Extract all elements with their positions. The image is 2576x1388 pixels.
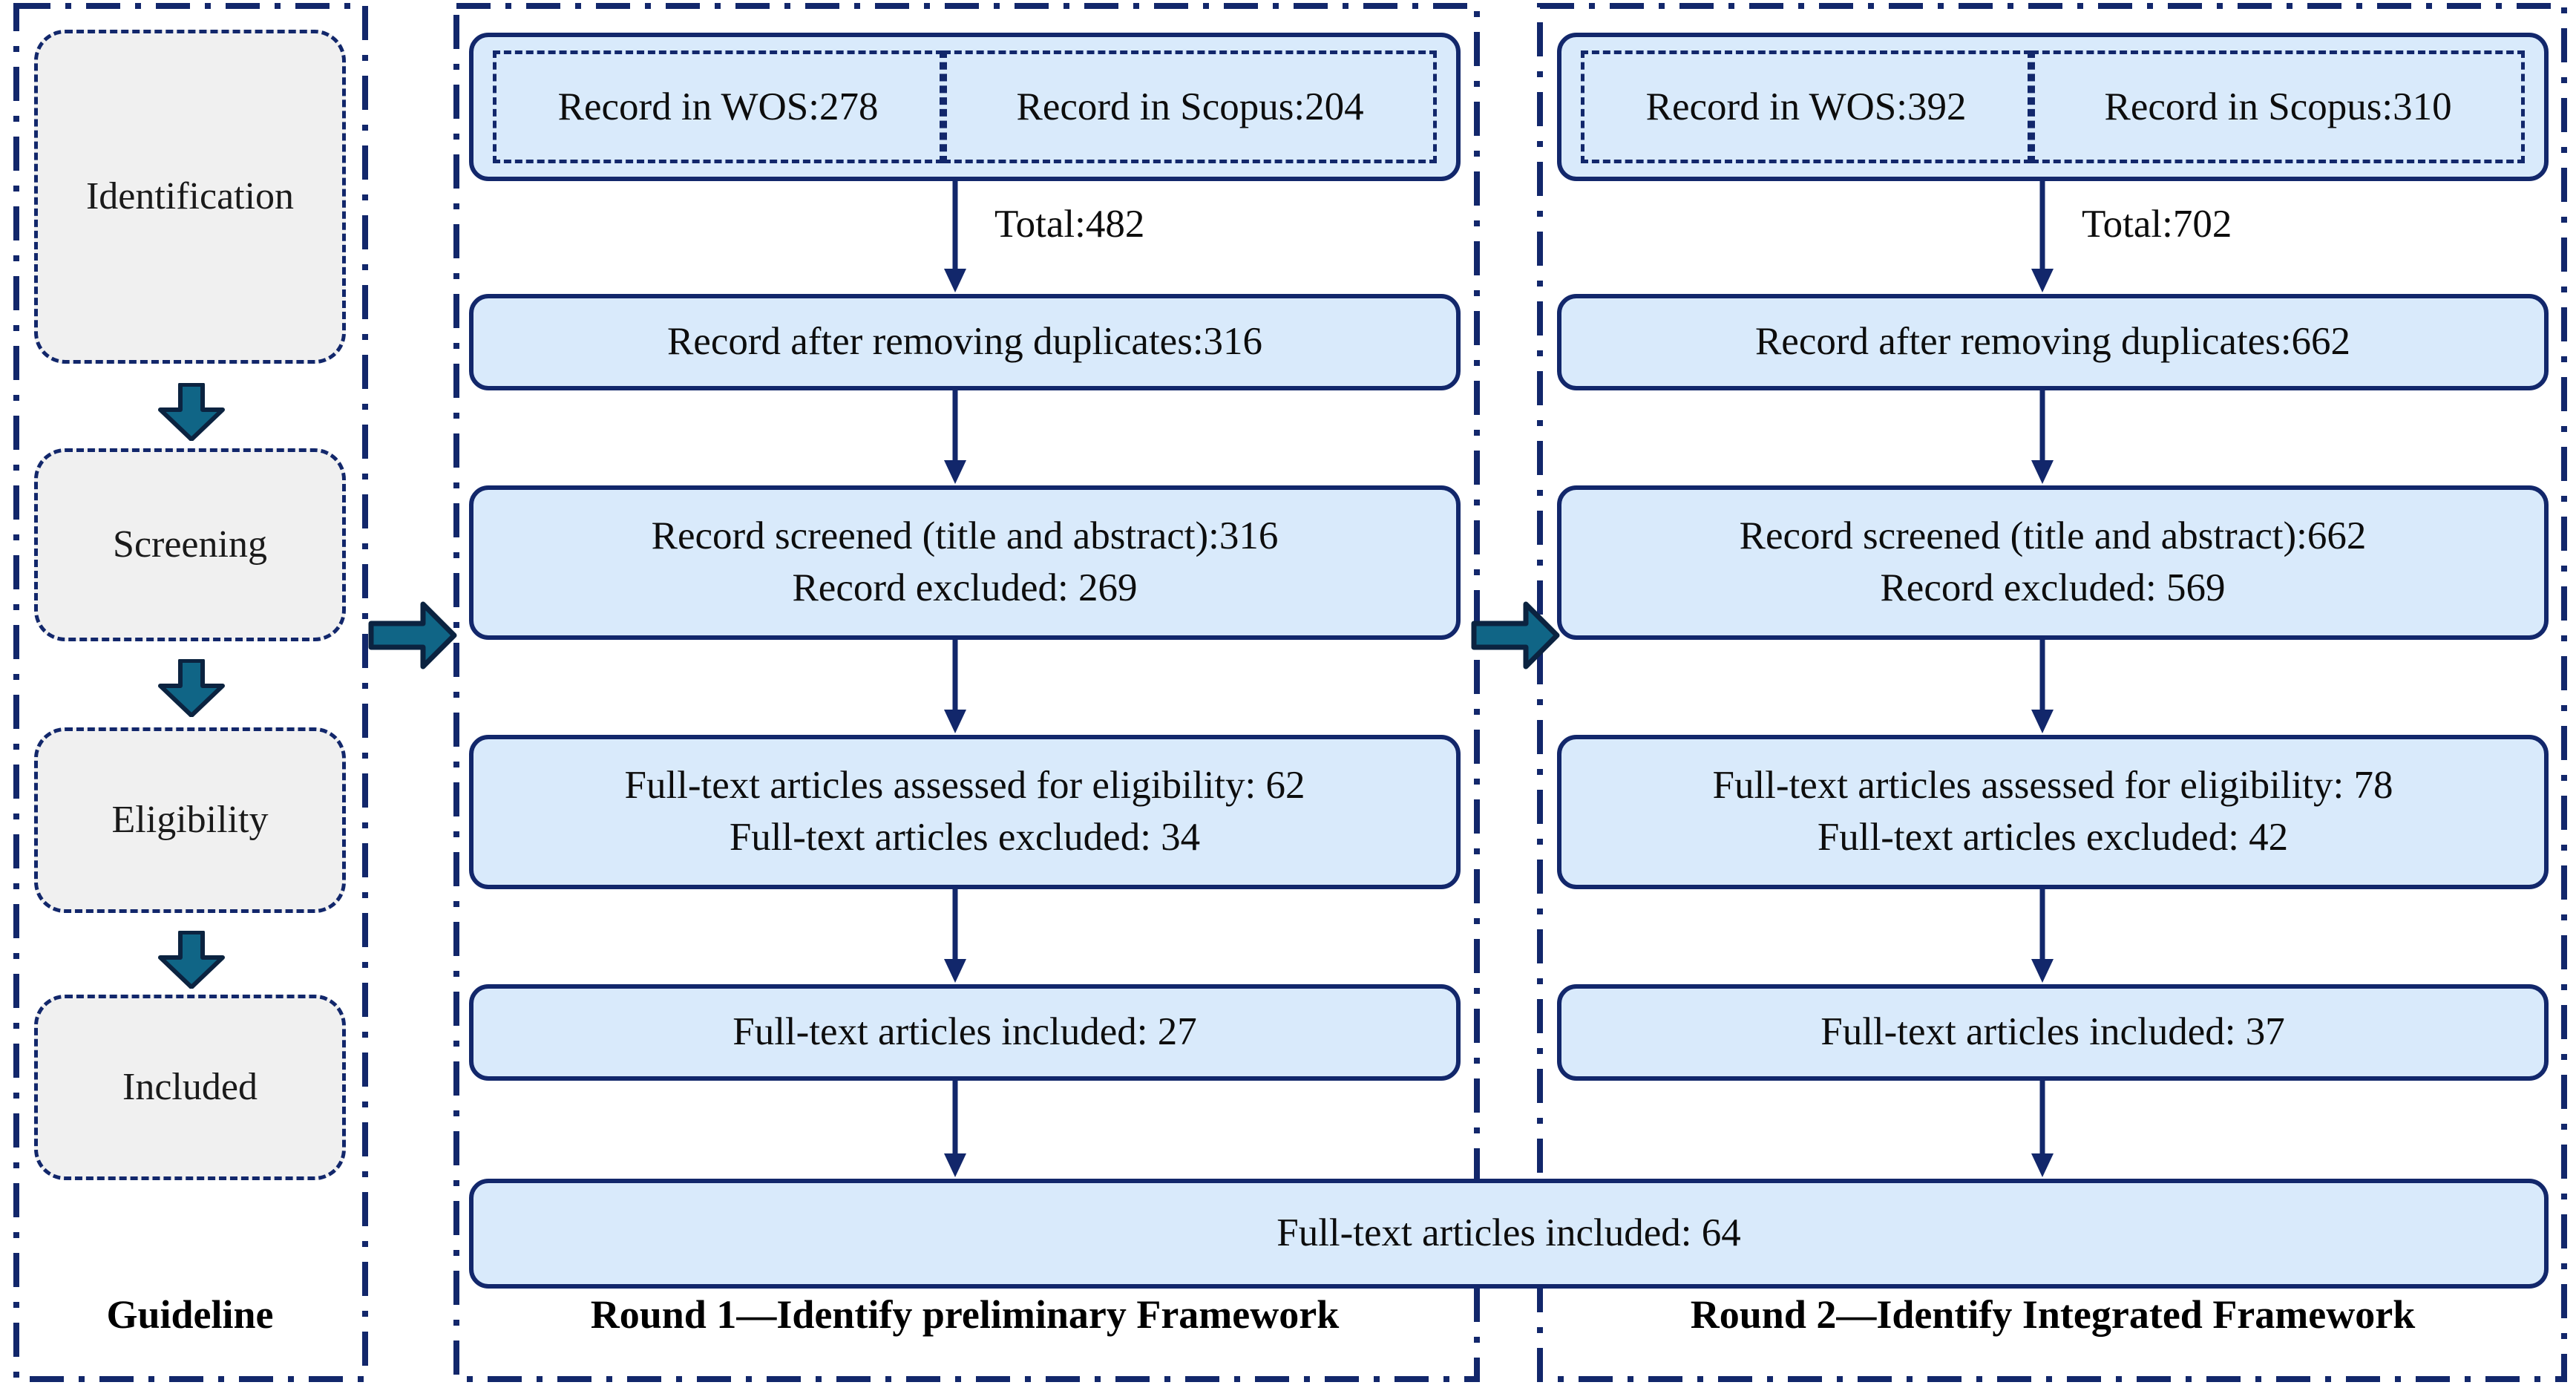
- stage-label-screening: Screening: [113, 523, 267, 566]
- down-block-arrow-icon-1: [158, 383, 225, 441]
- right-block-arrow-icon-1: [368, 601, 457, 670]
- round1-arrow-eligibility-to-included: [944, 889, 966, 983]
- round1-step-eligibility: Full-text articles assessed for eligibil…: [469, 735, 1461, 889]
- round1-source-wos: Record in WOS:278: [493, 50, 944, 163]
- stage-box-eligibility: Eligibility: [34, 727, 346, 913]
- round2-arrow-duplicates-to-screened: [2031, 390, 2054, 484]
- round1-arrow-duplicates-to-screened: [944, 390, 966, 484]
- round2-source-wos: Record in WOS:392: [1581, 50, 2032, 163]
- round2-step-duplicates: Record after removing duplicates:662: [1557, 294, 2549, 390]
- down-block-arrow-icon-2: [158, 659, 225, 717]
- round2-source-scopus: Record in Scopus:310: [2031, 50, 2525, 163]
- round1-panel-outline: [453, 3, 1480, 1382]
- round2-step-screened: Record screened (title and abstract):662…: [1557, 485, 2549, 640]
- round1-step-screened: Record screened (title and abstract):316…: [469, 485, 1461, 640]
- round1-sources-box: Record in WOS:278 Record in Scopus:204: [469, 33, 1461, 181]
- round2-step-eligibility: Full-text articles assessed for eligibil…: [1557, 735, 2549, 889]
- stage-box-included: Included: [34, 995, 346, 1180]
- stage-label-eligibility: Eligibility: [111, 799, 269, 842]
- round2-sources-box: Record in WOS:392 Record in Scopus:310: [1557, 33, 2549, 181]
- round1-step-included: Full-text articles included: 27: [469, 984, 1461, 1081]
- round1-caption: Round 1—Identify preliminary Framework: [590, 1292, 1340, 1337]
- stage-box-identification: Identification: [34, 30, 346, 364]
- down-block-arrow-icon-3: [158, 931, 225, 989]
- stage-box-screening: Screening: [34, 448, 346, 641]
- right-block-arrow-icon-2: [1471, 601, 1560, 670]
- stage-label-identification: Identification: [85, 175, 295, 218]
- round2-caption: Round 2—Identify Integrated Framework: [1690, 1292, 2416, 1337]
- round1-arrow-included-to-combined: [944, 1081, 966, 1177]
- round1-source-scopus: Record in Scopus:204: [943, 50, 1437, 163]
- stage-label-included: Included: [122, 1066, 258, 1109]
- round2-arrow-included-to-combined: [2031, 1081, 2054, 1177]
- guideline-caption: Guideline: [106, 1292, 274, 1337]
- round1-step-duplicates: Record after removing duplicates:316: [469, 294, 1461, 390]
- round1-total-label: Total:482: [994, 203, 1145, 246]
- combined-included-box: Full-text articles included: 64: [469, 1179, 2549, 1289]
- round2-arrow-eligibility-to-included: [2031, 889, 2054, 983]
- round1-arrow-screened-to-eligibility: [944, 640, 966, 733]
- round2-total-label: Total:702: [2082, 203, 2232, 246]
- round2-panel-outline: [1537, 3, 2567, 1382]
- round2-arrow-screened-to-eligibility: [2031, 640, 2054, 733]
- round1-arrow-sources-to-duplicates: [944, 181, 966, 292]
- round2-arrow-sources-to-duplicates: [2031, 181, 2054, 292]
- round2-step-included: Full-text articles included: 37: [1557, 984, 2549, 1081]
